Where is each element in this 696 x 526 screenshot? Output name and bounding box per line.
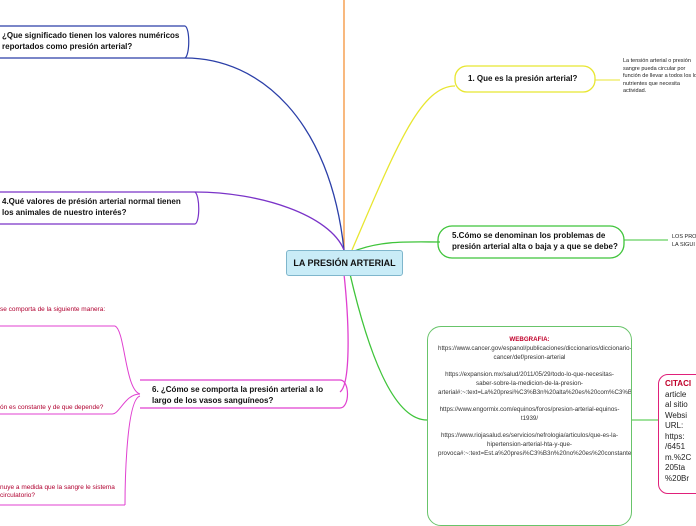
citacion-line: %20Br xyxy=(665,473,690,483)
node-comporta[interactable]: 6. ¿Cómo se comporta la presión arterial… xyxy=(152,385,324,405)
box-que-es xyxy=(454,65,596,93)
cap-valores xyxy=(0,191,200,225)
node-significado[interactable]: ¿Que significado tienen los valores numé… xyxy=(2,31,180,51)
link-sub-disminuye xyxy=(124,395,141,506)
citacion-line: https: xyxy=(665,431,685,441)
webgrafia-title: WEBGRAFIA: xyxy=(509,336,550,343)
citacion-box[interactable]: CITACI article al sitio Websi URL: https… xyxy=(658,374,696,494)
webgrafia-link[interactable]: https://www.riojasalud.es/servicios/nefr… xyxy=(438,432,632,457)
webgrafia-link[interactable]: https://www.cancer.gov/espanol/publicaci… xyxy=(438,345,632,361)
link-webgrafia xyxy=(349,273,428,421)
link-que-es xyxy=(351,85,456,251)
webgrafia-link[interactable]: https://expansion.mx/salud/2011/05/29/to… xyxy=(438,371,632,396)
box-problemas xyxy=(437,225,625,259)
node-que-es[interactable]: 1. Que es la presión arterial? xyxy=(468,74,578,83)
box-comporta xyxy=(140,379,349,409)
answer-que-es: La tensión arterial o presión sangre pue… xyxy=(623,58,696,94)
link-sub-siguiente xyxy=(114,325,141,395)
citacion-line: al sitio xyxy=(665,400,688,409)
link-valores xyxy=(194,191,345,251)
sub-siguiente[interactable]: se comporta de la siguiente manera: xyxy=(0,306,106,313)
answer-problemas: LOS PRO LA SIGUI xyxy=(672,234,696,248)
link-comporta xyxy=(339,273,349,393)
node-problemas[interactable]: 5.Cómo se denominan los problemas de pre… xyxy=(452,231,618,251)
webgrafia-link[interactable]: https://www.engormix.com/equinos/foros/p… xyxy=(439,406,620,422)
central-topic[interactable]: LA PRESIÓN ARTERIAL xyxy=(286,250,403,276)
citacion-line: /6451 xyxy=(665,442,686,451)
link-significado xyxy=(184,57,345,251)
citacion-line: m.%2C xyxy=(665,452,692,462)
citacion-line: Websi xyxy=(665,410,688,420)
node-valores[interactable]: 4.Qué valores de présión arterial normal… xyxy=(2,197,181,217)
sub-constante[interactable]: ón es constante y de que depende? xyxy=(0,404,104,411)
link-sub-constante xyxy=(111,393,141,415)
citacion-line: article xyxy=(665,389,687,399)
cap-significado xyxy=(0,25,190,59)
webgrafia-box[interactable]: WEBGRAFIA: https://www.cancer.gov/espano… xyxy=(427,326,632,526)
link-problemas xyxy=(351,241,441,253)
citacion-line: 205ta xyxy=(665,463,686,472)
citacion-line: URL: xyxy=(665,421,684,430)
sub-disminuye[interactable]: nuye a medida que la sangre le sistema c… xyxy=(0,484,115,499)
citacion-title: CITACI xyxy=(665,379,692,388)
